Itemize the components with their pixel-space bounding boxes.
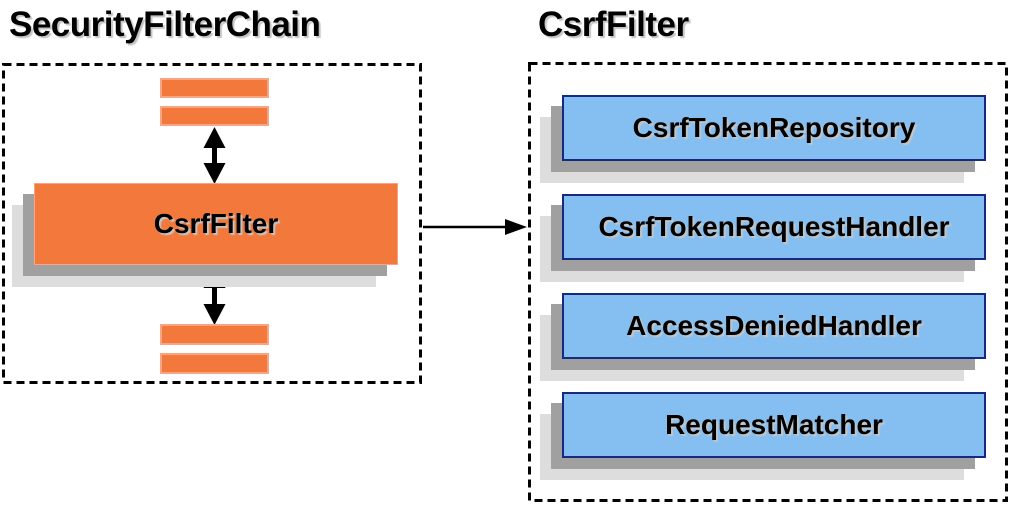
component-box-access-denied-handler: AccessDeniedHandler — [562, 293, 986, 359]
csrf-filter-box: CsrfFilter — [34, 183, 398, 265]
component-label: CsrfTokenRequestHandler — [598, 211, 950, 242]
filter-placeholder-bar — [160, 324, 269, 345]
component-box-csrf-token-repository: CsrfTokenRepository — [562, 95, 986, 161]
filter-placeholder-bar — [160, 353, 269, 374]
csrf-filter-boundary — [528, 62, 1008, 502]
component-label: AccessDeniedHandler — [626, 310, 922, 341]
component-box-request-matcher: RequestMatcher — [562, 392, 986, 458]
double-arrow-top-icon — [203, 127, 226, 184]
csrf-filter-box-label: CsrfFilter — [153, 208, 279, 239]
filter-placeholder-bar — [160, 106, 269, 126]
security-filter-chain-title: SecurityFilterChain — [9, 5, 321, 44]
component-label: CsrfTokenRepository — [632, 112, 916, 143]
component-label: RequestMatcher — [665, 409, 883, 440]
component-box-csrf-token-request-handler: CsrfTokenRequestHandler — [562, 194, 986, 260]
right-arrow-icon — [423, 219, 527, 235]
filter-placeholder-bar — [160, 78, 269, 98]
security-filter-chain-boundary — [2, 63, 422, 384]
csrf-filter-title: CsrfFilter — [538, 5, 689, 44]
